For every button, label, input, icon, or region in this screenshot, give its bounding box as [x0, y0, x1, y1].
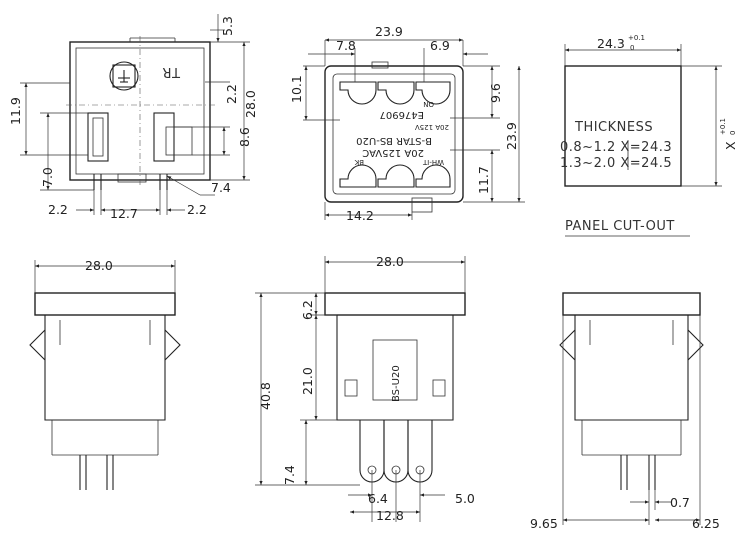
cutout-width-tol-upper: +0.1 [628, 34, 645, 42]
dim-left-offset: 11.9 [8, 97, 23, 125]
side-center-width: 28.0 [376, 254, 404, 269]
label-rating-small: 20A 125V [415, 123, 449, 131]
dim-overall-height: 28.0 [243, 90, 258, 118]
cutout-height-tol-lower: 0 [729, 131, 737, 135]
side-right-terminal-width: 0.7 [670, 495, 690, 510]
side-center-left-pitch: 6.4 [368, 491, 388, 506]
label-rating: 20A 125VAC [362, 147, 424, 158]
side-center-span: 12.8 [376, 508, 404, 523]
label-bk: BK [354, 158, 364, 166]
side-left-width: 28.0 [85, 258, 113, 273]
dim-slot-height: 8.6 [237, 127, 252, 147]
label-cert: E476907 [380, 109, 425, 120]
side-view-left: 28.0 [29, 258, 181, 490]
ground-symbol [109, 61, 139, 91]
dim-height: 23.9 [504, 122, 519, 150]
dim-bottom-offset: 14.2 [346, 208, 374, 223]
side-center-top-height: 6.2 [300, 300, 315, 320]
cutout-heading: THICKNESS [574, 120, 653, 135]
side-right-left-dim: 9.65 [530, 516, 558, 531]
dim-terminal-offset: 7.4 [211, 180, 231, 195]
dim-right-slot: 6.9 [430, 38, 450, 53]
label-on: ON [423, 100, 434, 108]
dim-width: 23.9 [375, 24, 403, 39]
dim-upper-left: 10.1 [289, 75, 304, 103]
dim-left-slot: 7.8 [336, 38, 356, 53]
cutout-height-tol-upper: +0.1 [719, 118, 727, 135]
dim-top-height: 5.3 [220, 16, 235, 36]
dim-lower-right: 11.7 [476, 166, 491, 194]
side-center-body-text: BS-U20 [391, 365, 402, 402]
side-center-right-pitch: 5.0 [455, 491, 475, 506]
cutout-height: X [723, 141, 738, 150]
cutout-row-2: 1.3~2.0 X=24.5 [560, 156, 672, 171]
dim-right-slot-offset: 2.2 [224, 84, 239, 104]
side-center-terminal-length: 7.4 [282, 465, 297, 485]
dim-pitch: 12.7 [110, 206, 138, 221]
cutout-width: 24.3 [597, 36, 625, 51]
dim-right-gap: 2.2 [187, 202, 207, 217]
side-right-right-dim: 6.25 [692, 516, 720, 531]
cutout-row-1: 0.8~1.2 X=24.3 [560, 140, 672, 155]
side-center-overall: 40.8 [258, 382, 273, 410]
dim-left-gap: 2.2 [48, 202, 68, 217]
rear-view-center: 20A 125VAC B-STAR BS-U20 E476907 BK WH-I… [289, 24, 525, 223]
dim-upper-right: 9.6 [488, 83, 503, 103]
cutout-caption: PANEL CUT-OUT [565, 219, 675, 234]
label-wh: WH-IT [422, 158, 444, 166]
front-view-left: TR 28.0 5.3 2.2 8.6 11.9 [8, 14, 258, 221]
side-view-right: 9.65 6.25 0.7 [530, 292, 720, 531]
slot-left [87, 112, 109, 162]
rear-label: 20A 125VAC B-STAR BS-U20 E476907 BK WH-I… [354, 100, 449, 166]
side-center-body-height: 21.0 [300, 367, 315, 395]
panel-cutout: 24.3 +0.1 0 X +0.1 0 THICKNESS 0.8~1.2 X… [560, 34, 738, 237]
label-brand: B-STAR BS-U20 [356, 135, 432, 146]
cutout-width-tol-lower: 0 [630, 44, 634, 52]
dim-terminal-length: 7.0 [40, 167, 55, 187]
marking-text: TR [162, 64, 181, 79]
slot-right [153, 112, 175, 162]
side-view-center: BS-U20 28.0 40.8 6.2 21.0 7.4 6.4 [255, 254, 475, 523]
